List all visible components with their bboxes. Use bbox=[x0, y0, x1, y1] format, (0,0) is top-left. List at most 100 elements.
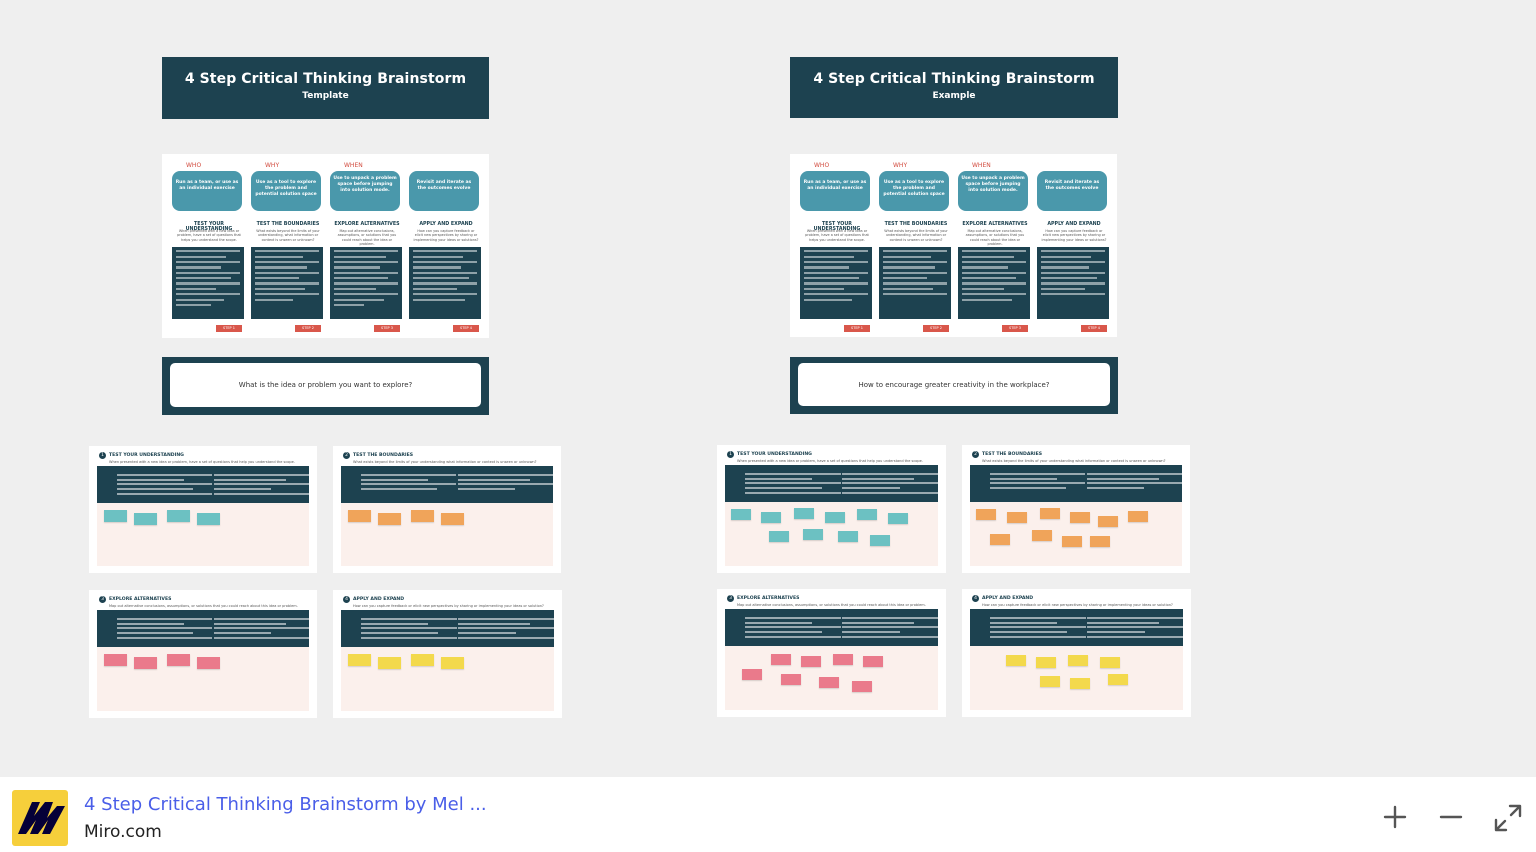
frame-subtitle: How can you capture feedback or elicit n… bbox=[982, 603, 1173, 607]
column-title: APPLY AND EXPAND bbox=[1047, 222, 1101, 227]
frame-title: TEST YOUR UNDERSTANDING bbox=[109, 453, 184, 458]
sticky-note[interactable] bbox=[378, 657, 401, 669]
frame-title: APPLY AND EXPAND bbox=[353, 597, 405, 602]
step-badge: STEP 4 bbox=[1081, 325, 1107, 332]
frame-subtitle: When presented with a new idea or proble… bbox=[737, 459, 923, 463]
expand-icon[interactable] bbox=[1493, 803, 1522, 832]
sticky-note[interactable] bbox=[1006, 655, 1026, 666]
sticky-note[interactable] bbox=[1068, 655, 1088, 666]
sticky-note[interactable] bbox=[167, 654, 190, 666]
bubble-1: Run as a team, or use as an individual e… bbox=[800, 171, 870, 211]
sticky-note[interactable] bbox=[852, 681, 872, 692]
sticky-area[interactable] bbox=[725, 502, 938, 566]
step-badge: STEP 4 bbox=[453, 325, 479, 332]
sticky-note[interactable] bbox=[825, 512, 845, 523]
sticky-note[interactable] bbox=[441, 657, 464, 669]
sticky-note[interactable] bbox=[197, 657, 220, 669]
example-header: 4 Step Critical Thinking Brainstorm Exam… bbox=[790, 57, 1118, 118]
sticky-note[interactable] bbox=[742, 669, 762, 680]
example-question-bar: How to encourage greater creativity in t… bbox=[790, 357, 1118, 414]
sticky-note[interactable] bbox=[794, 508, 814, 519]
sticky-area[interactable] bbox=[97, 503, 309, 566]
bubble-2: Use as a tool to explore the problem and… bbox=[251, 171, 321, 211]
sticky-area[interactable] bbox=[341, 647, 554, 711]
sticky-note[interactable] bbox=[976, 509, 996, 520]
sticky-note[interactable] bbox=[731, 509, 751, 520]
sticky-area[interactable] bbox=[970, 502, 1182, 566]
sticky-note[interactable] bbox=[803, 529, 823, 540]
sticky-note[interactable] bbox=[134, 657, 157, 669]
sticky-area[interactable] bbox=[341, 503, 553, 566]
sticky-note[interactable] bbox=[888, 513, 908, 524]
sticky-note[interactable] bbox=[104, 510, 127, 522]
sticky-note[interactable] bbox=[1100, 657, 1120, 668]
step-number: 1 bbox=[99, 452, 106, 459]
sticky-note[interactable] bbox=[801, 656, 821, 667]
sticky-note[interactable] bbox=[378, 513, 401, 525]
sticky-note[interactable] bbox=[1070, 512, 1090, 523]
sticky-note[interactable] bbox=[1007, 512, 1027, 523]
sticky-note[interactable] bbox=[134, 513, 157, 525]
question-list bbox=[330, 247, 402, 319]
sticky-note[interactable] bbox=[769, 531, 789, 542]
sticky-note[interactable] bbox=[761, 512, 781, 523]
sticky-note[interactable] bbox=[1128, 511, 1148, 522]
template-question-bar: What is the idea or problem you want to … bbox=[162, 357, 489, 415]
sticky-note[interactable] bbox=[838, 531, 858, 542]
column-desc: What exists beyond the limits of your un… bbox=[256, 229, 320, 242]
sticky-area[interactable] bbox=[97, 647, 309, 711]
embed-title-link[interactable]: 4 Step Critical Thinking Brainstorm by M… bbox=[84, 794, 487, 815]
column-desc: What exists beyond the limits of your un… bbox=[884, 229, 948, 242]
sticky-note[interactable] bbox=[1098, 516, 1118, 527]
frame-title: TEST THE BOUNDARIES bbox=[353, 453, 414, 458]
question-list bbox=[970, 609, 1183, 646]
template-question-input[interactable]: What is the idea or problem you want to … bbox=[170, 363, 481, 407]
sticky-note[interactable] bbox=[411, 654, 434, 666]
board-canvas[interactable]: 4 Step Critical Thinking Brainstorm Temp… bbox=[0, 0, 1536, 777]
sticky-note[interactable] bbox=[833, 654, 853, 665]
sticky-note[interactable] bbox=[441, 513, 464, 525]
bubble-1: Run as a team, or use as an individual e… bbox=[172, 171, 242, 211]
sticky-note[interactable] bbox=[1108, 674, 1128, 685]
template-subtitle: Template bbox=[302, 91, 349, 101]
sticky-note[interactable] bbox=[1032, 530, 1052, 541]
step-number: 4 bbox=[343, 596, 350, 603]
column-title: EXPLORE ALTERNATIVES bbox=[962, 222, 1028, 227]
sticky-note[interactable] bbox=[1036, 657, 1056, 668]
template-overview-card: WHO Run as a team, or use as an individu… bbox=[162, 154, 489, 338]
sticky-note[interactable] bbox=[771, 654, 791, 665]
plus-icon[interactable] bbox=[1381, 803, 1409, 831]
sticky-note[interactable] bbox=[348, 510, 371, 522]
sticky-note[interactable] bbox=[1040, 508, 1060, 519]
example-title: 4 Step Critical Thinking Brainstorm bbox=[813, 71, 1095, 87]
sticky-note[interactable] bbox=[1090, 536, 1110, 547]
minus-icon[interactable] bbox=[1437, 803, 1465, 831]
sticky-note[interactable] bbox=[1062, 536, 1082, 547]
sticky-note[interactable] bbox=[870, 535, 890, 546]
sticky-note[interactable] bbox=[781, 674, 801, 685]
bubble-3: Use to unpack a problem space before jum… bbox=[330, 171, 400, 211]
sticky-note[interactable] bbox=[819, 677, 839, 688]
question-list bbox=[879, 247, 951, 319]
example-question-input[interactable]: How to encourage greater creativity in t… bbox=[798, 363, 1110, 406]
sticky-area[interactable] bbox=[725, 646, 938, 710]
miro-logo-icon[interactable] bbox=[12, 790, 68, 846]
sticky-note[interactable] bbox=[990, 534, 1010, 545]
sticky-note[interactable] bbox=[197, 513, 220, 525]
column-title: APPLY AND EXPAND bbox=[419, 222, 473, 227]
sticky-note[interactable] bbox=[348, 654, 371, 666]
sticky-note[interactable] bbox=[1070, 678, 1090, 689]
question-list bbox=[341, 466, 554, 503]
question-list bbox=[172, 247, 244, 319]
sticky-note[interactable] bbox=[1040, 676, 1060, 687]
sticky-note[interactable] bbox=[863, 656, 883, 667]
sticky-note[interactable] bbox=[411, 510, 434, 522]
sticky-note[interactable] bbox=[104, 654, 127, 666]
sticky-area[interactable] bbox=[970, 646, 1183, 710]
sticky-note[interactable] bbox=[167, 510, 190, 522]
sticky-note[interactable] bbox=[857, 509, 877, 520]
